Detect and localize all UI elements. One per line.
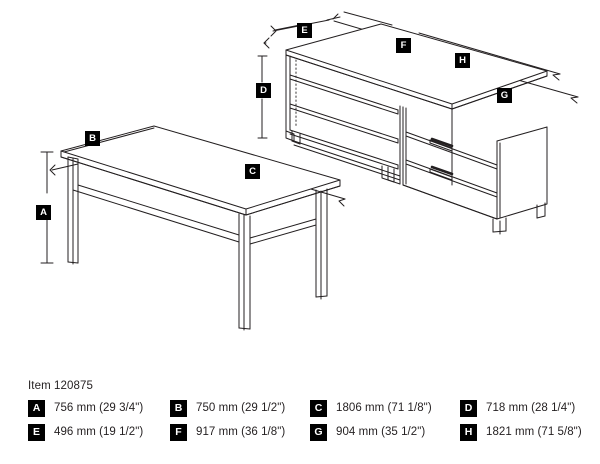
legend-entry-e: E 496 mm (19 1/2") — [28, 424, 143, 441]
desk-top — [60, 125, 341, 210]
legend-value-a: 756 mm (29 3/4") — [54, 402, 144, 414]
legend-value-h: 1821 mm (71 5/8") — [486, 426, 582, 438]
dimension-badge-h: H — [455, 53, 470, 68]
legend-value-g: 904 mm (35 1/2") — [336, 426, 426, 438]
legend-entry-g: G 904 mm (35 1/2") — [310, 424, 425, 441]
dimension-line-h — [343, 11, 561, 81]
drawer-handle-lower — [430, 165, 454, 176]
legend-badge-h: H — [460, 424, 477, 441]
legend-value-b: 750 mm (29 1/2") — [196, 402, 286, 414]
credenza-drawing — [257, 11, 579, 235]
dimension-legend: Item 120875 A 756 mm (29 3/4") B 750 mm … — [0, 372, 600, 464]
legend-entry-c: C 1806 mm (71 1/8") — [310, 400, 432, 417]
legend-entry-f: F 917 mm (36 1/8") — [170, 424, 285, 441]
dimension-badge-d: D — [256, 83, 271, 98]
dimension-badge-a: A — [36, 205, 51, 220]
item-number: Item 120875 — [28, 380, 94, 392]
dimension-badge-c: C — [245, 164, 260, 179]
drawer-handle-upper — [430, 137, 454, 148]
legend-value-c: 1806 mm (71 1/8") — [336, 402, 432, 414]
dimension-line-a — [40, 151, 54, 264]
legend-badge-d: D — [460, 400, 477, 417]
legend-badge-f: F — [170, 424, 187, 441]
legend-badge-b: B — [170, 400, 187, 417]
legend-entry-h: H 1821 mm (71 5/8") — [460, 424, 582, 441]
product-line-drawing: A B C D E F G H — [36, 11, 579, 331]
dimension-badge-e: E — [297, 23, 312, 38]
desk-drawing — [40, 125, 346, 331]
legend-entry-b: B 750 mm (29 1/2") — [170, 400, 285, 417]
legend-badge-e: E — [28, 424, 45, 441]
legend-badge-a: A — [28, 400, 45, 417]
legend-value-e: 496 mm (19 1/2") — [54, 426, 144, 438]
dimension-bracket-e — [274, 16, 341, 31]
legend-entry-d: D 718 mm (28 1/4") — [460, 400, 575, 417]
dimension-badge-b: B — [85, 131, 100, 146]
legend-badge-g: G — [310, 424, 327, 441]
legend-value-d: 718 mm (28 1/4") — [486, 402, 576, 414]
dimension-badge-f: F — [396, 38, 411, 53]
legend-entry-a: A 756 mm (29 3/4") — [28, 400, 143, 417]
legend-badge-c: C — [310, 400, 327, 417]
dimension-badge-g: G — [497, 88, 512, 103]
legend-value-f: 917 mm (36 1/8") — [196, 426, 286, 438]
dimension-line-d — [257, 55, 268, 139]
